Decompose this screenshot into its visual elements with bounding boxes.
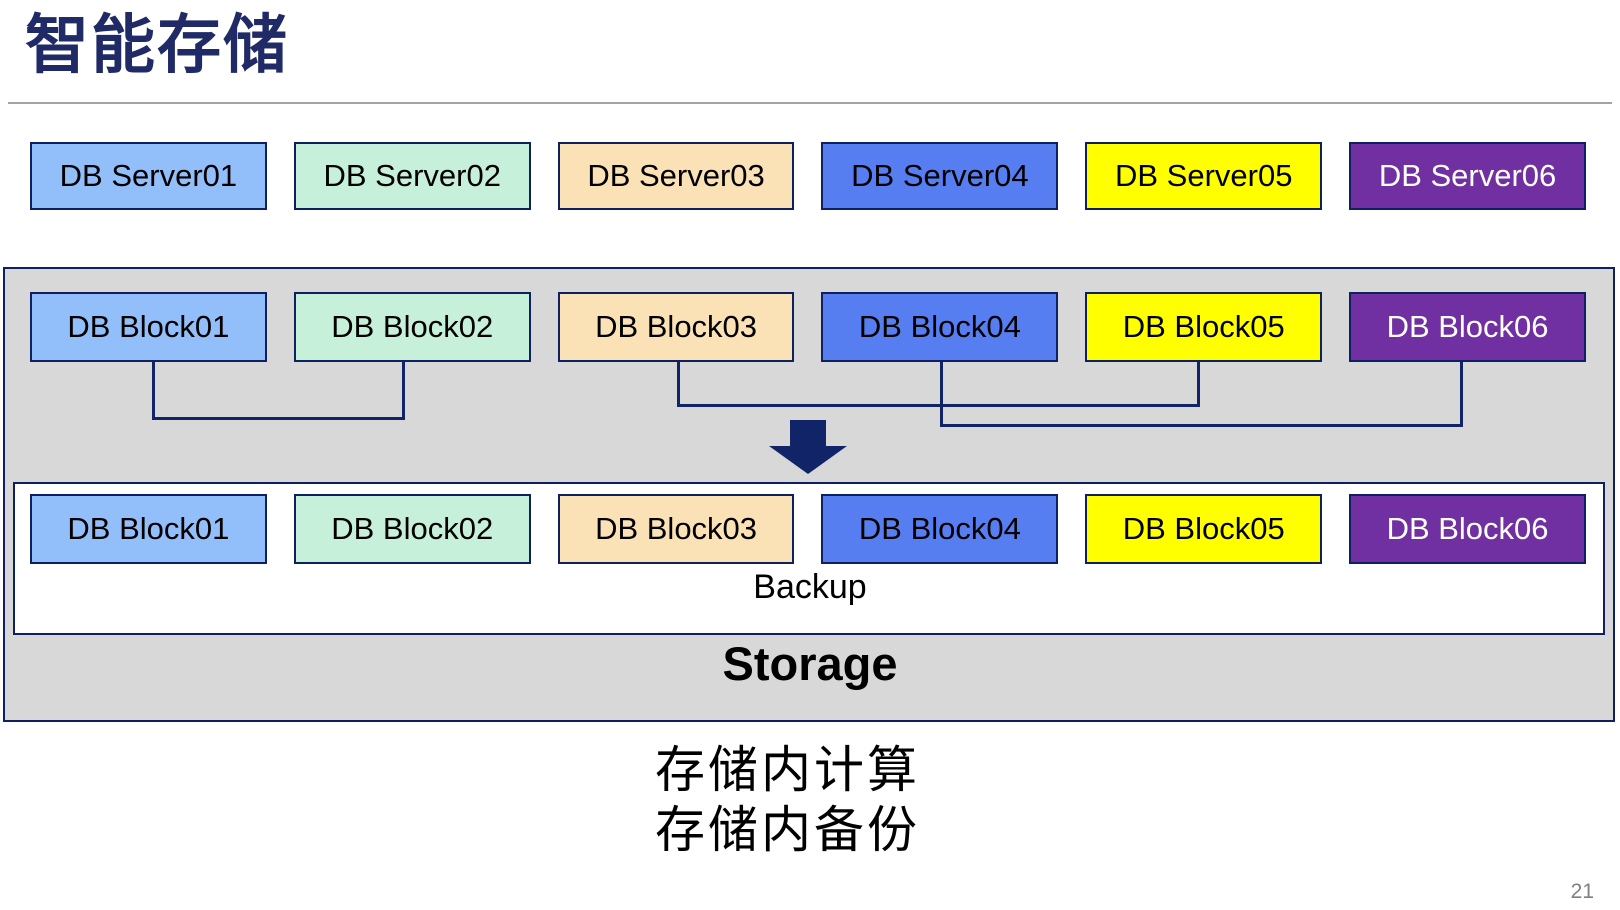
caption-line-1: 存储内计算 <box>655 742 920 798</box>
caption-text: 存储内计算 存储内备份 <box>655 740 920 860</box>
db-block-label: DB Block06 <box>1386 511 1549 546</box>
title-divider <box>8 102 1612 104</box>
db-block-box: DB Block02 <box>293 494 531 564</box>
down-arrow-stem <box>790 420 826 446</box>
db-block-label: DB Block01 <box>67 511 230 546</box>
backup-label: Backup <box>753 568 867 606</box>
db-block-box: DB Block03 <box>557 292 795 362</box>
backup-block-row: DB Block01 DB Block02 DB Block03 DB Bloc… <box>30 494 1586 564</box>
db-block-box: DB Block04 <box>821 292 1059 362</box>
connector-block04-block06 <box>940 362 1463 427</box>
connector-block01-block02 <box>152 362 405 420</box>
backup-box <box>13 482 1605 635</box>
db-block-label: DB Block01 <box>67 309 230 344</box>
db-block-box: DB Block05 <box>1085 494 1323 564</box>
db-server-box: DB Server01 <box>30 142 267 210</box>
page-number: 21 <box>1570 880 1594 903</box>
db-block-label: DB Block02 <box>331 309 494 344</box>
source-block-row: DB Block01 DB Block02 DB Block03 DB Bloc… <box>30 292 1586 362</box>
down-arrow-icon <box>769 420 847 474</box>
db-server-box: DB Server06 <box>1349 142 1586 210</box>
server-row: DB Server01 DB Server02 DB Server03 DB S… <box>30 142 1586 210</box>
storage-label: Storage <box>722 637 898 690</box>
db-server-label: DB Server04 <box>851 158 1029 193</box>
db-server-box: DB Server03 <box>557 142 795 210</box>
db-server-box: DB Server04 <box>821 142 1059 210</box>
db-block-label: DB Block04 <box>858 309 1021 344</box>
db-block-label: DB Block02 <box>331 511 494 546</box>
db-block-box: DB Block06 <box>1349 494 1586 564</box>
db-server-box: DB Server02 <box>293 142 531 210</box>
db-block-label: DB Block05 <box>1122 309 1285 344</box>
db-block-box: DB Block01 <box>30 494 267 564</box>
db-block-box: DB Block02 <box>293 292 531 362</box>
db-block-label: DB Block05 <box>1122 511 1285 546</box>
db-server-label: DB Server05 <box>1114 158 1293 193</box>
db-block-box: DB Block05 <box>1085 292 1323 362</box>
db-block-label: DB Block06 <box>1386 309 1549 344</box>
db-server-label: DB Server03 <box>587 158 765 193</box>
down-arrow-head <box>769 446 847 474</box>
db-server-label: DB Server02 <box>323 158 501 193</box>
db-block-box: DB Block04 <box>821 494 1059 564</box>
db-block-box: DB Block01 <box>30 292 267 362</box>
page-title: 智能存储 <box>25 9 289 81</box>
db-block-box: DB Block03 <box>557 494 795 564</box>
db-block-box: DB Block06 <box>1349 292 1586 362</box>
db-server-box: DB Server05 <box>1085 142 1323 210</box>
db-block-label: DB Block03 <box>595 309 758 344</box>
connector-block03-block05 <box>677 362 1200 407</box>
caption-line-2: 存储内备份 <box>655 802 920 858</box>
db-server-label: DB Server01 <box>59 158 238 193</box>
db-server-label: DB Server06 <box>1378 158 1557 193</box>
db-block-label: DB Block04 <box>858 511 1021 546</box>
db-block-label: DB Block03 <box>595 511 758 546</box>
